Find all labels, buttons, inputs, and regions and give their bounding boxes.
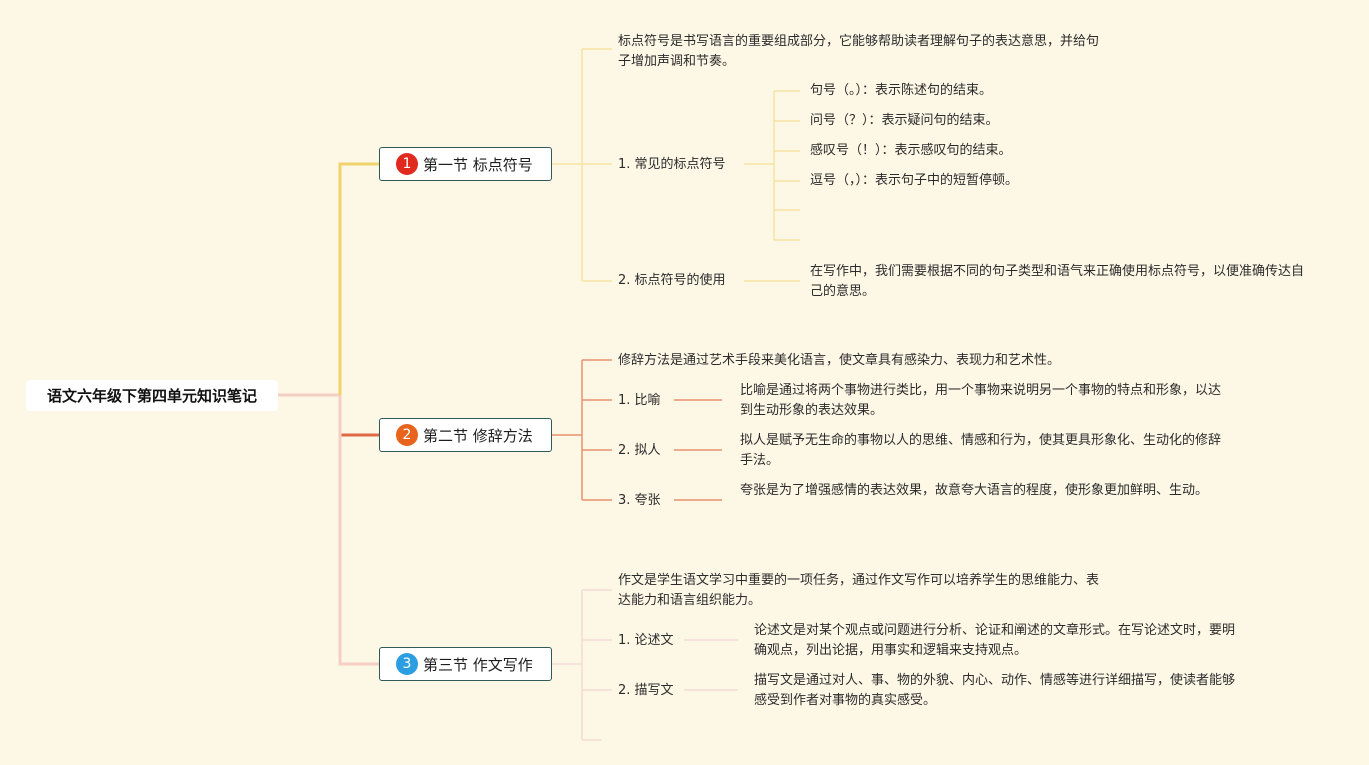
section-node-3[interactable]: 3 第三节 作文写作 bbox=[379, 647, 552, 681]
s1-item1-child1[interactable]: 句号（。）：表示陈述句的结束。 bbox=[810, 83, 993, 98]
connector-s2-main bbox=[552, 360, 583, 500]
s2-item1-label[interactable]: 1. 比喻 bbox=[618, 393, 661, 408]
section-number-badge-3: 3 bbox=[396, 653, 418, 675]
section-node-1[interactable]: 1 第一节 标点符号 bbox=[379, 147, 552, 181]
s3-intro-text[interactable]: 作文是学生语文学习中重要的一项任务，通过作文写作可以培养学生的思维能力、表达能力… bbox=[618, 573, 1100, 608]
root-node[interactable]: 语文六年级下第四单元知识笔记 bbox=[26, 380, 278, 411]
s2-intro-text[interactable]: 修辞方法是通过艺术手段来美化语言，使文章具有感染力、表现力和艺术性。 bbox=[618, 353, 1061, 368]
section-title-2: 第二节 修辞方法 bbox=[423, 426, 533, 445]
connector-s1-item1-branch bbox=[744, 90, 800, 241]
section-node-2[interactable]: 2 第二节 修辞方法 bbox=[379, 418, 552, 452]
section-number-badge-1: 1 bbox=[396, 153, 418, 175]
connector-s3-main bbox=[552, 590, 583, 740]
section-title-3: 第三节 作文写作 bbox=[423, 655, 533, 674]
s1-item2-detail[interactable]: 在写作中，我们需要根据不同的句子类型和语气来正确使用标点符号，以便准确传达自己的… bbox=[810, 264, 1305, 299]
s1-item1-child3[interactable]: 感叹号（！）：表示感叹句的结束。 bbox=[810, 143, 1012, 158]
connector-root-section2 bbox=[278, 393, 379, 437]
connector-s1-main bbox=[552, 49, 583, 281]
s2-item3-detail[interactable]: 夸张是为了增强感情的表达效果，故意夸大语言的程度，使形象更加鲜明、生动。 bbox=[740, 483, 1209, 498]
section-title-1: 第一节 标点符号 bbox=[423, 155, 533, 174]
s1-item1-label[interactable]: 1. 常见的标点符号 bbox=[618, 157, 726, 172]
s2-item2-detail[interactable]: 拟人是赋予无生命的事物以人的思维、情感和行为，使其更具形象化、生动化的修辞手法。 bbox=[740, 433, 1222, 468]
s2-item1-detail[interactable]: 比喻是通过将两个事物进行类比，用一个事物来说明另一个事物的特点和形象，以达到生动… bbox=[740, 383, 1222, 418]
root-title: 语文六年级下第四单元知识笔记 bbox=[46, 387, 257, 405]
connector-root-section1 bbox=[278, 162, 379, 397]
s1-item1-child2[interactable]: 问号（？）：表示疑问句的结束。 bbox=[810, 113, 999, 128]
s3-item2-label[interactable]: 2. 描写文 bbox=[618, 683, 674, 698]
s3-item1-detail[interactable]: 论述文是对某个观点或问题进行分析、论证和阐述的文章形式。在写论述文时，要明确观点… bbox=[754, 623, 1236, 658]
s1-item1-child4[interactable]: 逗号（，）：表示句子中的短暂停顿。 bbox=[810, 173, 1019, 188]
s2-item3-label[interactable]: 3. 夸张 bbox=[618, 493, 661, 508]
section-number-badge-2: 2 bbox=[396, 424, 418, 446]
s3-item1-label[interactable]: 1. 论述文 bbox=[618, 633, 674, 648]
s1-intro-text[interactable]: 标点符号是书写语言的重要组成部分，它能够帮助读者理解句子的表达意思，并给句子增加… bbox=[618, 34, 1100, 69]
s3-item2-detail[interactable]: 描写文是通过对人、事、物的外貌、内心、动作、情感等进行详细描写，使读者能够感受到… bbox=[754, 673, 1236, 708]
s2-item2-label[interactable]: 2. 拟人 bbox=[618, 443, 661, 458]
s1-item2-label[interactable]: 2. 标点符号的使用 bbox=[618, 273, 726, 288]
